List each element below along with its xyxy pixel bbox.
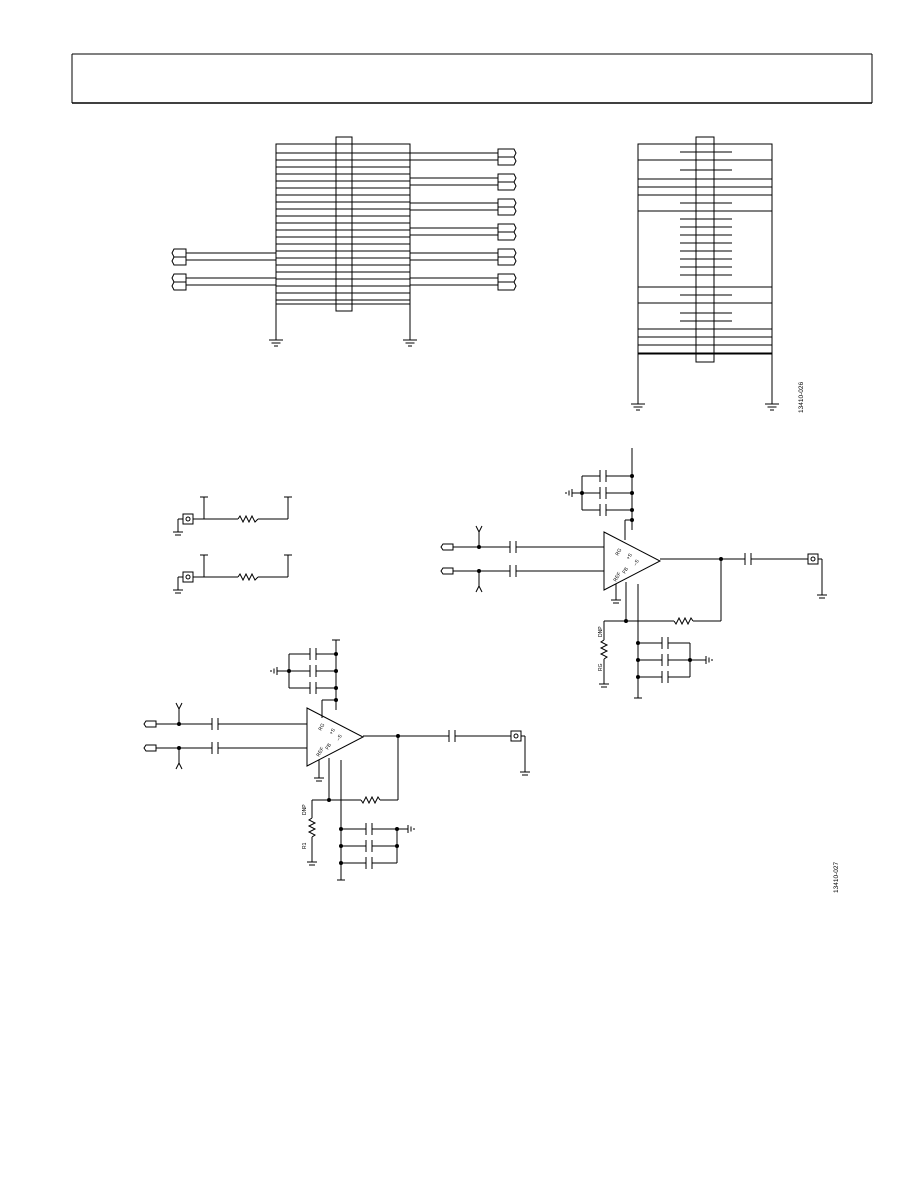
svg-text:FB: FB <box>325 742 334 751</box>
offpage-connectors-left <box>171 248 187 291</box>
offpage-connector <box>440 543 454 551</box>
diff-amplifier-triangle <box>603 531 662 591</box>
amplifier-circuit-right: RG +S –S REF FB <box>440 448 827 699</box>
connector-1-right-signals <box>410 152 498 286</box>
resistor <box>237 514 259 524</box>
svg-text:REF: REF <box>613 571 623 583</box>
ground-symbol <box>269 304 283 347</box>
resistor <box>599 639 609 660</box>
amp-pin-labels: RG +S –S REF FB <box>316 722 345 758</box>
resistor <box>673 616 694 626</box>
connector-header-1 <box>171 136 517 347</box>
svg-text:FB: FB <box>622 566 631 575</box>
svg-text:RG: RG <box>615 547 624 557</box>
amp-pin-labels: RG +S –S REF FB <box>613 547 642 583</box>
connector-1-left-signals <box>186 252 276 286</box>
ground-symbol <box>403 304 417 347</box>
offpage-connectors-right <box>497 148 517 291</box>
svg-text:RG: RG <box>318 722 327 732</box>
resistor <box>360 795 381 805</box>
svg-text:DNP: DNP <box>302 804 308 815</box>
offpage-connector <box>143 744 157 752</box>
svg-text:RG: RG <box>598 663 604 671</box>
smb-resistor-circuit-1 <box>173 496 292 536</box>
svg-text:–S: –S <box>336 733 345 742</box>
connector-1-pin-lines <box>276 152 410 301</box>
offpage-connector <box>143 720 157 728</box>
diff-amplifier-triangle <box>306 707 365 767</box>
resistor <box>307 817 317 838</box>
smb-resistor-circuit-2 <box>173 554 292 594</box>
svg-text:+S: +S <box>329 727 338 736</box>
figure-number-027: 13410-027 <box>833 862 840 893</box>
connector-2-short-stubs <box>680 151 732 322</box>
ground-symbol <box>631 354 645 411</box>
resistor <box>237 572 259 582</box>
svg-text:–S: –S <box>633 558 642 567</box>
decoupling-capacitors-top <box>565 470 634 516</box>
svg-text:R1: R1 <box>302 842 308 849</box>
svg-text:+S: +S <box>626 552 635 561</box>
offpage-connector <box>440 567 454 575</box>
svg-text:DNP: DNP <box>598 626 604 637</box>
svg-text:REF: REF <box>316 746 326 758</box>
connector-header-2 <box>631 136 779 411</box>
ground-symbol <box>765 354 779 411</box>
figure-number-026: 13410-026 <box>798 382 805 413</box>
amplifier-circuit-left: RG +S –S REF FB <box>143 639 530 881</box>
decoupling-capacitors-top <box>270 648 338 694</box>
page-header-frame <box>71 53 873 104</box>
connector-2-pin-lines <box>638 159 772 354</box>
